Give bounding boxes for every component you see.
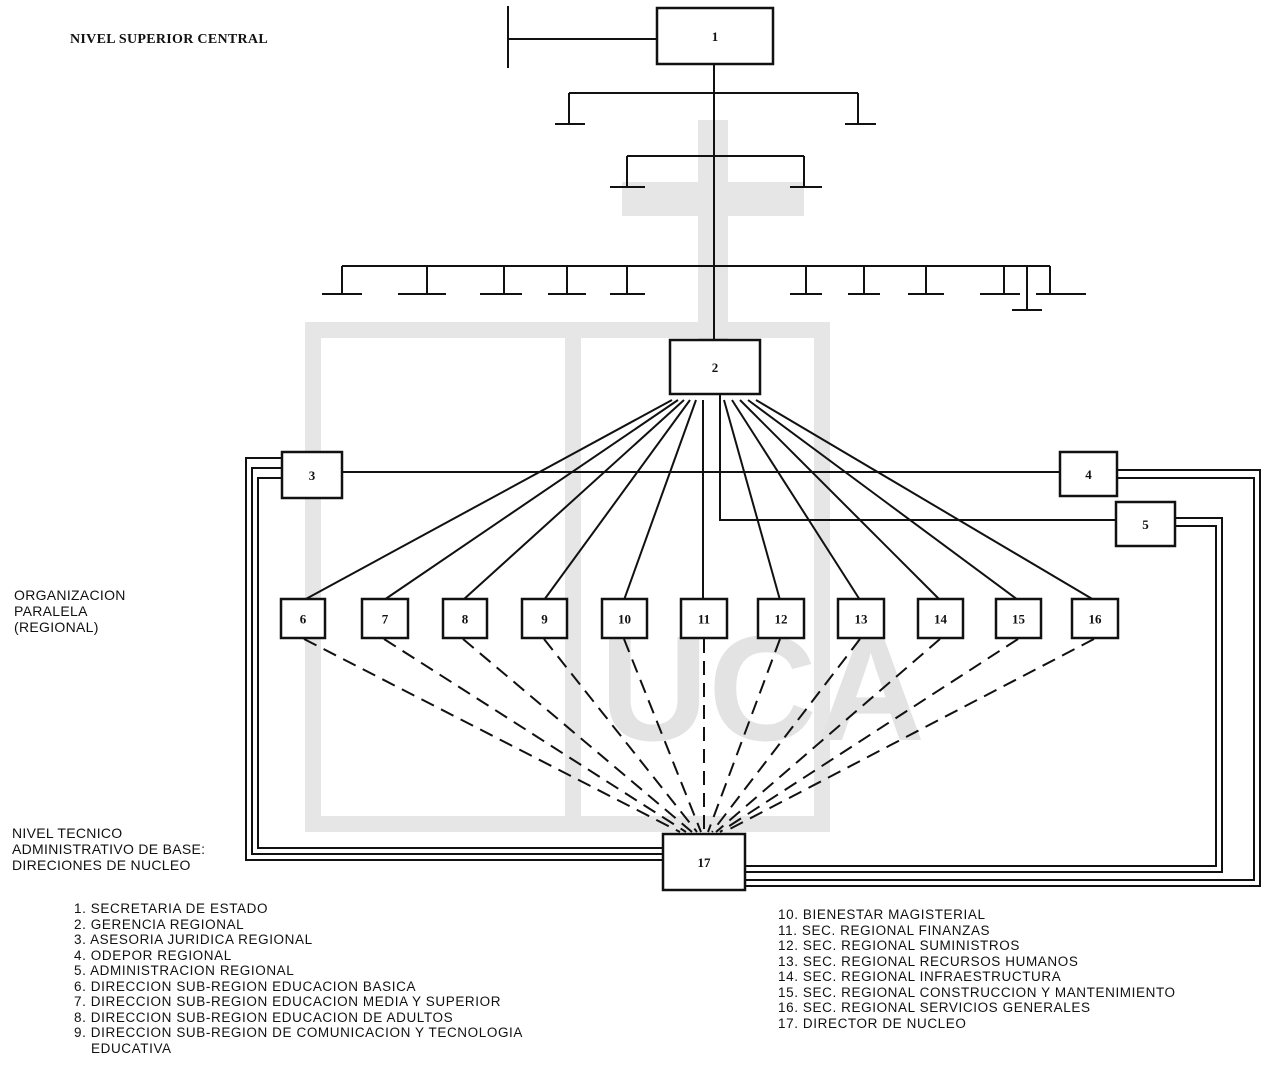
legend-item: 13. SEC. REGIONAL RECURSOS HUMANOS [778, 954, 1176, 970]
level-bottom-label: NIVEL TECNICO ADMINISTRATIVO DE BASE: DI… [12, 825, 205, 873]
box-13: 13 [838, 599, 884, 638]
box-8: 8 [443, 599, 487, 638]
level-middle-line: (REGIONAL) [14, 619, 126, 635]
box-10: 10 [602, 599, 647, 638]
box-number: 5 [1142, 517, 1149, 532]
level-bottom-line: NIVEL TECNICO [12, 825, 205, 841]
legend-item: 2. GERENCIA REGIONAL [74, 917, 523, 933]
box-number: 6 [300, 612, 307, 627]
level-middle-line: ORGANIZACION [14, 587, 126, 603]
box-number: 8 [462, 612, 469, 627]
box-number: 11 [698, 612, 710, 627]
box-6: 6 [281, 599, 325, 638]
box-1: 1 [657, 8, 773, 64]
box-11: 11 [681, 599, 727, 638]
level-bottom-line: ADMINISTRATIVO DE BASE: [12, 841, 205, 857]
legend-item: 14. SEC. REGIONAL INFRAESTRUCTURA [778, 969, 1176, 985]
level-middle-label: ORGANIZACION PARALELA (REGIONAL) [14, 587, 126, 635]
box-16: 16 [1072, 599, 1118, 638]
legend-item: 4. ODEPOR REGIONAL [74, 948, 523, 964]
box-number: 2 [712, 360, 719, 375]
legend-left: 1. SECRETARIA DE ESTADO 2. GERENCIA REGI… [74, 901, 523, 1056]
box-number: 10 [618, 612, 631, 627]
box-17: 17 [663, 834, 745, 890]
legend-item: 6. DIRECCION SUB-REGION EDUCACION BASICA [74, 979, 523, 995]
box-2: 2 [670, 340, 760, 394]
box-9: 9 [522, 599, 567, 638]
box-4: 4 [1060, 452, 1117, 496]
box-3: 3 [282, 452, 342, 498]
box-14: 14 [918, 599, 963, 638]
legend-item: 1. SECRETARIA DE ESTADO [74, 901, 523, 917]
box-15: 15 [996, 599, 1041, 638]
box-number: 1 [712, 29, 719, 44]
box-number: 13 [855, 612, 869, 627]
legend-item: 12. SEC. REGIONAL SUMINISTROS [778, 938, 1176, 954]
legend-item: 15. SEC. REGIONAL CONSTRUCCION Y MANTENI… [778, 985, 1176, 1001]
box-7: 7 [362, 599, 408, 638]
level-top-label: NIVEL SUPERIOR CENTRAL [70, 32, 268, 48]
legend-item: 16. SEC. REGIONAL SERVICIOS GENERALES [778, 1000, 1176, 1016]
legend-item: 3. ASESORIA JURIDICA REGIONAL [74, 932, 523, 948]
legend-item: 8. DIRECCION SUB-REGION EDUCACION DE ADU… [74, 1010, 523, 1026]
box-number: 16 [1089, 612, 1103, 627]
box-number: 17 [698, 855, 712, 870]
legend-right: 10. BIENESTAR MAGISTERIAL 11. SEC. REGIO… [778, 907, 1176, 1031]
box-number: 7 [382, 612, 389, 627]
legend-item: 9. DIRECCION SUB-REGION DE COMUNICACION … [74, 1025, 523, 1041]
box-number: 15 [1012, 612, 1026, 627]
box-number: 9 [541, 612, 548, 627]
box-number: 12 [775, 612, 788, 627]
box-number: 4 [1085, 467, 1092, 482]
legend-item: 11. SEC. REGIONAL FINANZAS [778, 923, 1176, 939]
box-12: 12 [758, 599, 804, 638]
legend-item: 10. BIENESTAR MAGISTERIAL [778, 907, 1176, 923]
box-number: 14 [934, 612, 948, 627]
box-number: 3 [309, 468, 316, 483]
legend-item: 7. DIRECCION SUB-REGION EDUCACION MEDIA … [74, 994, 523, 1010]
box-5: 5 [1116, 502, 1175, 546]
level-middle-line: PARALELA [14, 603, 126, 619]
legend-item: 17. DIRECTOR DE NUCLEO [778, 1016, 1176, 1032]
legend-item: EDUCATIVA [74, 1041, 523, 1057]
legend-item: 5. ADMINISTRACION REGIONAL [74, 963, 523, 979]
level-bottom-line: DIRECIONES DE NUCLEO [12, 857, 205, 873]
